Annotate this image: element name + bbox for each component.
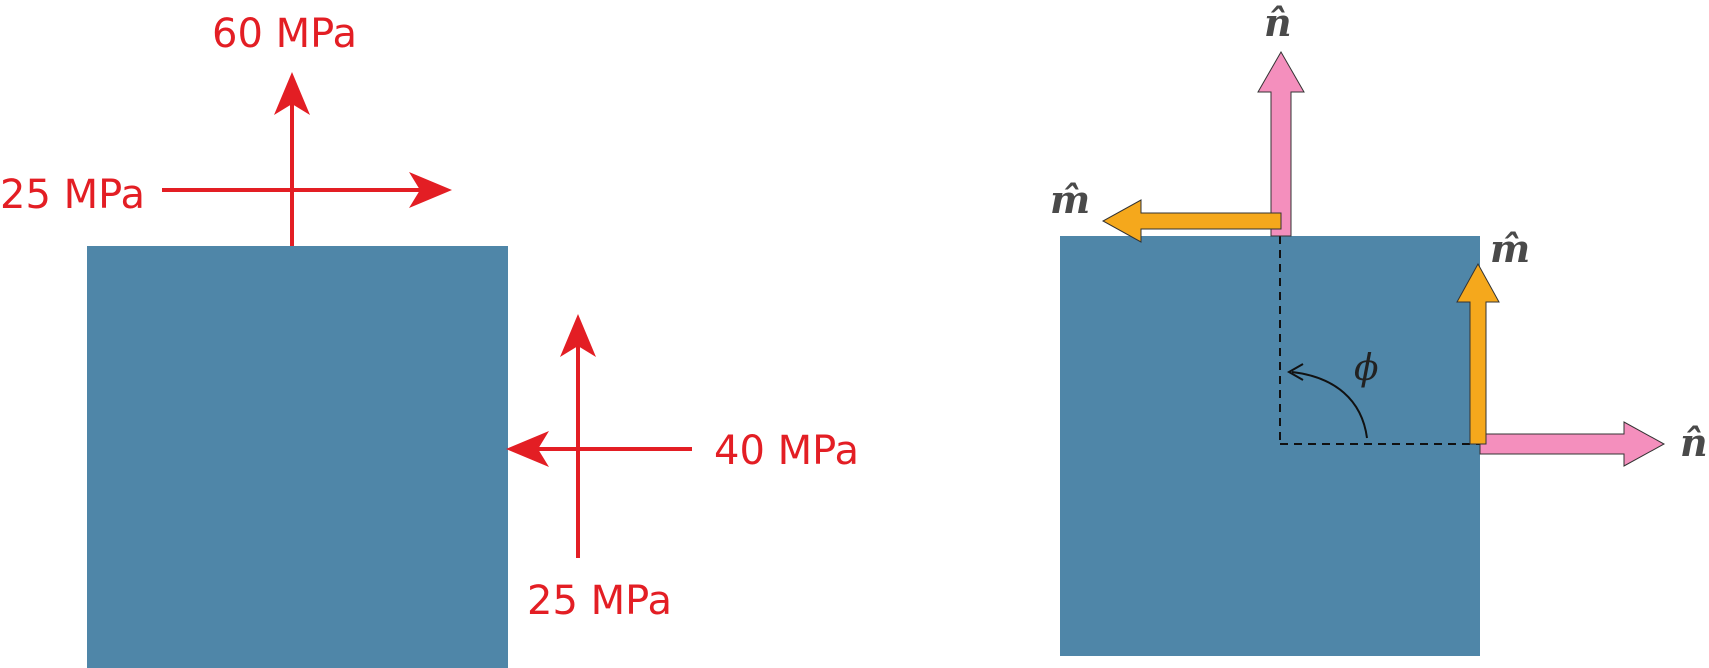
top-normal-n-label: n̂ (1264, 0, 1292, 45)
right-tangent-unit-arrow (1456, 262, 1500, 445)
right-normal-unit-arrow (1479, 421, 1666, 467)
angle-phi-label: ϕ (1354, 348, 1379, 389)
left-material-block (87, 246, 508, 668)
left-stress-element: 60 MPa 25 MPa 40 MPa 25 MPa (0, 11, 859, 668)
angle-arc-arrowhead (1286, 363, 1304, 381)
top-normal-unit-arrow (1257, 50, 1305, 237)
top-normal-stress-label: 60 MPa (212, 11, 357, 57)
right-material-block (1060, 236, 1480, 656)
right-normal-stress-label: 40 MPa (714, 428, 859, 474)
top-normal-arrowhead (274, 72, 310, 115)
top-shear-stress-label: 25 MPa (0, 172, 145, 218)
right-normal-arrowhead (506, 431, 549, 467)
right-tangent-m-label: m̂ (1490, 226, 1530, 271)
right-shear-stress-label: 25 MPa (527, 578, 672, 624)
angle-arc (1291, 371, 1368, 439)
top-tangent-m-label: m̂ (1050, 177, 1090, 222)
top-tangent-unit-arrow (1101, 199, 1282, 243)
right-normal-n-label: n̂ (1680, 420, 1708, 465)
top-shear-arrowhead (409, 172, 452, 208)
right-rotated-axes-element: ϕ n̂ m̂ n̂ m̂ (1050, 0, 1708, 656)
right-shear-arrowhead (560, 314, 596, 357)
